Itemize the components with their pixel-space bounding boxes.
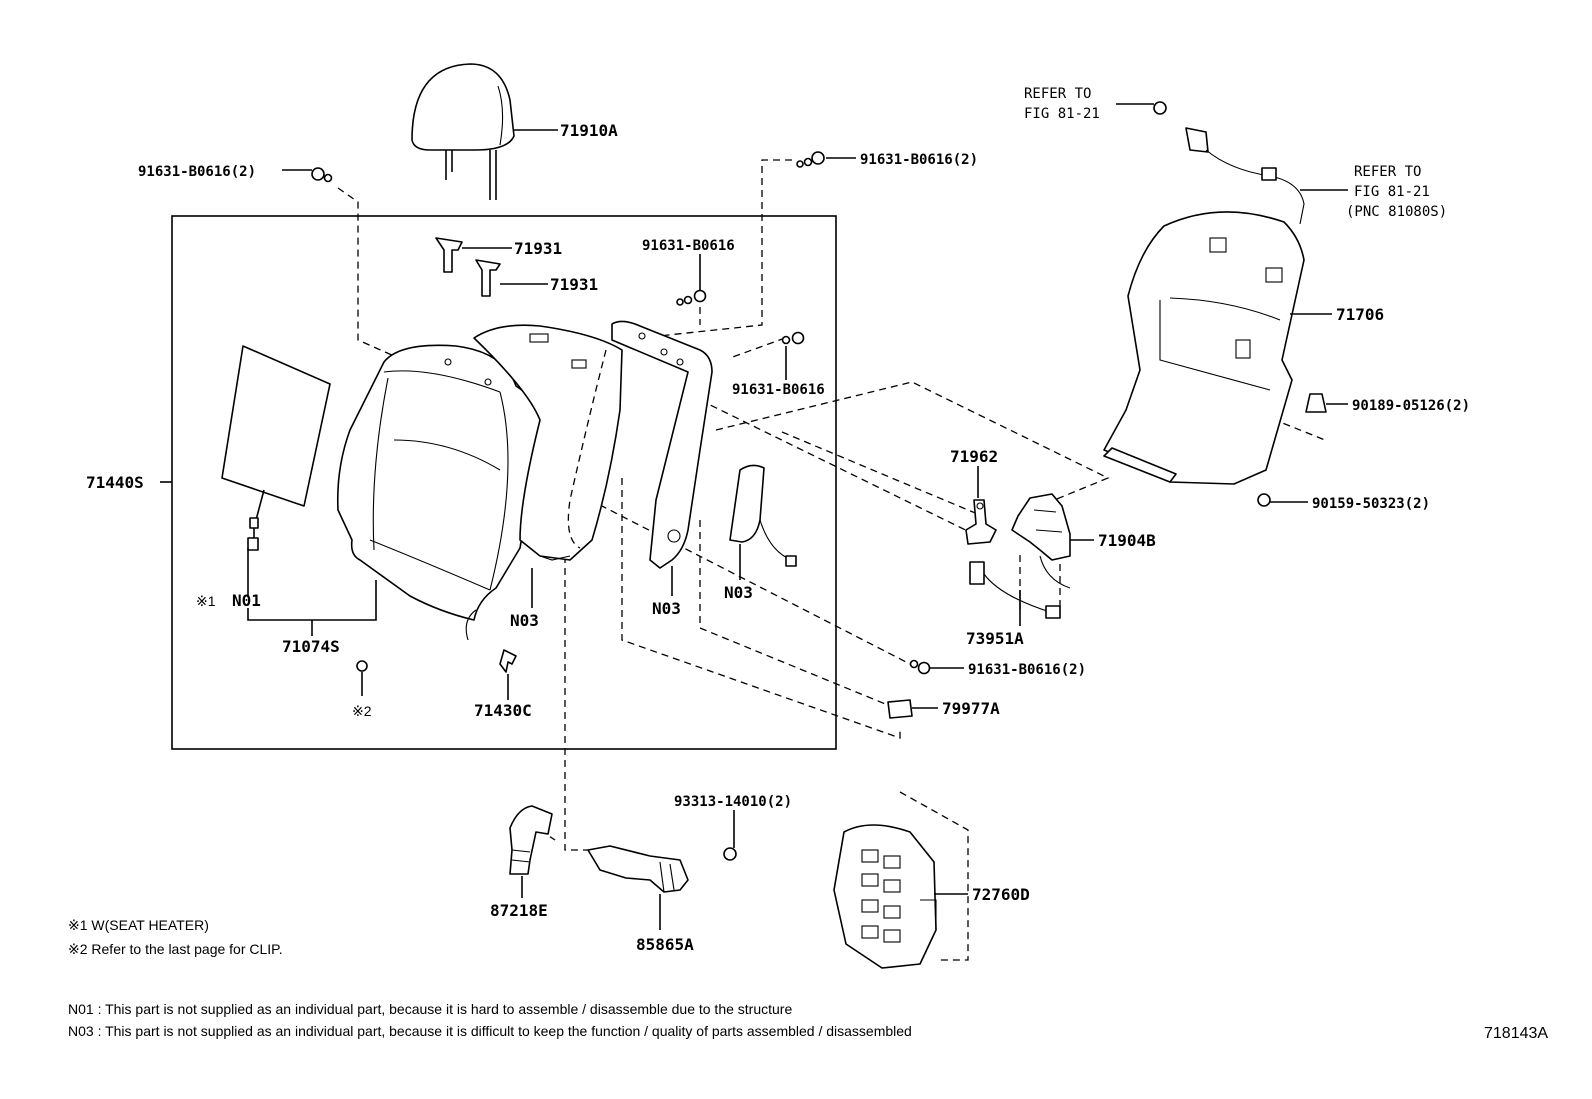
callout-91631-b0616-right: 91631-B0616 [732, 382, 825, 398]
refer-label-1-line2: FIG 81-21 [1024, 106, 1100, 122]
marker-ref-1: ※1 [196, 593, 216, 609]
wire-harness-73951A [969, 561, 1061, 619]
callout-71440S: 71440S [86, 473, 144, 492]
duct-87218E [509, 805, 553, 875]
rear-board-71706 [1103, 211, 1305, 485]
note-seat-heater: ※1 W(SEAT HEATER) [68, 917, 209, 933]
callout-71430C: 71430C [474, 701, 532, 720]
refer-label-2-line1: REFER TO [1354, 164, 1421, 180]
callout-N03-b: N03 [652, 599, 681, 618]
marker-ref-2: ※2 [352, 703, 372, 719]
callout-90189-05126-2: 90189-05126(2) [1352, 398, 1470, 414]
refer-label-2-line3: (PNC 81080S) [1346, 204, 1447, 220]
callout-72760D: 72760D [972, 885, 1030, 904]
callout-79977A: 79977A [942, 699, 1000, 718]
callout-90159-50323-2: 90159-50323(2) [1312, 496, 1430, 512]
seat-back-pad [473, 324, 623, 561]
lumbar-support-72760D [833, 824, 937, 969]
callout-93313-14010-2: 93313-14010(2) [674, 794, 792, 810]
callout-71904B: 71904B [1098, 531, 1156, 550]
clip-ref-2 [356, 660, 368, 672]
seat-back-cover [336, 344, 542, 641]
seat-heater-pad [221, 345, 331, 551]
callout-N01: N01 [232, 591, 261, 610]
callout-71074S: 71074S [282, 637, 340, 656]
duct-85865A [587, 845, 689, 893]
refer-label-1-line1: REFER TO [1024, 86, 1091, 102]
callout-91631-b0616-2-left: 91631-B0616(2) [138, 164, 256, 180]
headrest [411, 63, 515, 200]
note-N01: N01 : This part is not supplied as an in… [68, 1001, 792, 1017]
callout-N03-a: N03 [510, 611, 539, 630]
note-clip: ※2 Refer to the last page for CLIP. [68, 941, 283, 957]
bracket-71962 [965, 499, 997, 545]
side-airbag-module [729, 464, 797, 567]
callout-85865A: 85865A [636, 935, 694, 954]
callout-N03-c: N03 [724, 583, 753, 602]
clip-71430C [499, 649, 517, 673]
leader-lines [160, 103, 1348, 930]
figure-id: 718143A [1484, 1025, 1548, 1042]
recliner-71904B [1011, 493, 1071, 589]
harness-refer [1185, 127, 1305, 225]
callout-91631-b0616-2-top-right: 91631-B0616(2) [860, 152, 978, 168]
callout-71931-b: 71931 [550, 275, 598, 294]
callout-71931-a: 71931 [514, 239, 562, 258]
callout-71706: 71706 [1336, 305, 1384, 324]
seat-back-frame [567, 320, 713, 569]
callout-91631-b0616-middle: 91631-B0616 [642, 238, 735, 254]
pad-79977A [887, 699, 913, 719]
bolt-fasteners [311, 101, 1327, 861]
callout-73951A: 73951A [966, 629, 1024, 648]
callout-71910A: 71910A [560, 121, 618, 140]
callout-87218E: 87218E [490, 901, 548, 920]
refer-label-2-line2: FIG 81-21 [1354, 184, 1430, 200]
callout-91631-b0616-2-lower-right: 91631-B0616(2) [968, 662, 1086, 678]
note-N03: N03 : This part is not supplied as an in… [68, 1023, 912, 1039]
callout-71962: 71962 [950, 447, 998, 466]
